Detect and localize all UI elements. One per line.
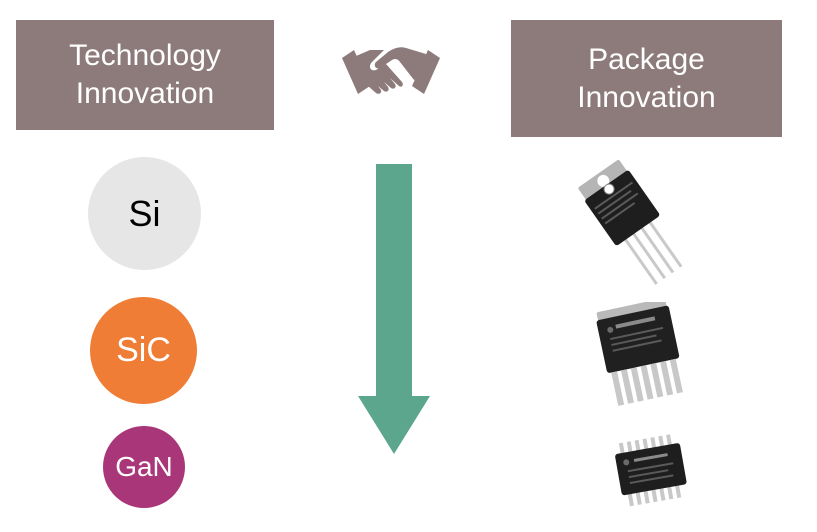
si-label: Si [128,192,161,234]
package-innovation-box: Package Innovation [511,20,782,137]
gan-circle: GaN [103,426,185,508]
si-circle: Si [88,157,201,270]
to247-package-icon [578,159,683,285]
handshake-icon [342,47,440,94]
sic-label: SiC [116,331,171,369]
down-arrow-icon [358,164,430,454]
package-innovation-label: Package Innovation [577,42,716,114]
technology-innovation-label: Technology Innovation [69,39,221,110]
d2pak-package-icon [596,302,683,406]
gan-label: GaN [115,451,173,482]
sic-circle: SiC [90,297,197,404]
toll-package-icon [615,434,687,507]
technology-innovation-box: Technology Innovation [16,20,274,130]
